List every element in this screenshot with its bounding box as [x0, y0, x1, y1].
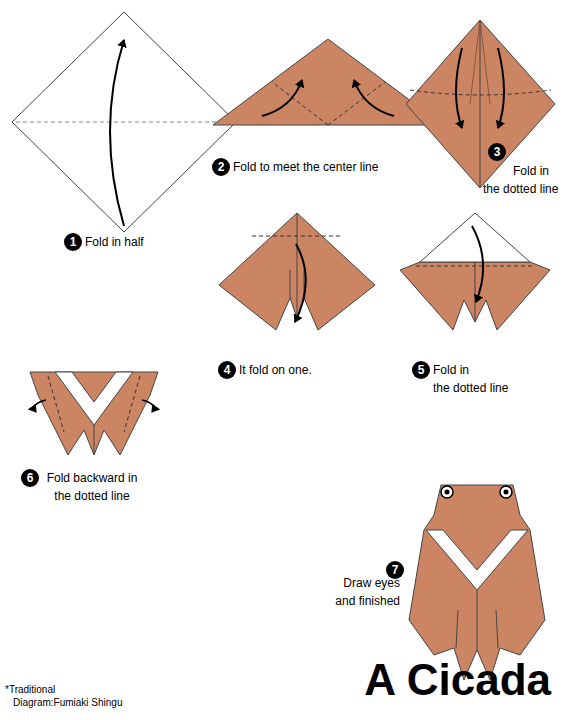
caption-text: Fold backward in the dotted line	[47, 471, 138, 503]
step2-triangle	[213, 39, 443, 125]
step-marker: 1Fold in half	[64, 233, 82, 251]
caption-text: It fold on one.	[239, 363, 312, 377]
caption-text: Fold in the dotted line	[433, 363, 508, 395]
step-caption: Fold in the dotted line	[483, 162, 563, 198]
step5-shape	[400, 213, 550, 330]
callout-number: 1	[64, 233, 82, 251]
step6-shape	[30, 372, 158, 455]
caption-text: Fold to meet the center line	[233, 160, 378, 174]
caption-text: Fold in the dotted line	[483, 164, 558, 196]
caption-text: Draw eyes and finished	[335, 576, 400, 608]
step-caption: Fold in half	[85, 233, 144, 251]
callout-number: 6	[21, 469, 39, 487]
step-marker: 5Fold in the dotted line	[412, 361, 430, 379]
step-marker: 4It fold on one.	[218, 361, 236, 379]
step-caption: Draw eyes and finished	[326, 574, 400, 610]
step-marker: 6Fold backward in the dotted line	[21, 469, 39, 487]
step3-diamond	[406, 20, 555, 188]
wrap-spacer	[483, 162, 513, 176]
callout-number: 3	[488, 143, 506, 161]
step-marker: 7Draw eyes and finished	[386, 561, 404, 579]
step-marker: 3Fold in the dotted line	[488, 143, 506, 161]
step-caption: Fold to meet the center line	[233, 158, 378, 176]
step1-square	[12, 12, 236, 232]
finished-cicada	[409, 485, 545, 680]
callout-number: 4	[218, 361, 236, 379]
step-marker: 2Fold to meet the center line	[212, 158, 230, 176]
step4-shape	[219, 213, 375, 330]
credit-note: Diagram:Fumiaki Shingu	[13, 697, 123, 709]
callout-number: 5	[412, 361, 430, 379]
wrap-spacer	[483, 361, 513, 375]
step-caption: Fold backward in the dotted line	[42, 469, 142, 505]
step-caption: Fold in the dotted line	[433, 361, 513, 397]
step-caption: It fold on one.	[239, 361, 312, 379]
credit-note: *Traditional	[5, 684, 55, 696]
caption-text: Fold in half	[85, 235, 144, 249]
callout-number: 2	[212, 158, 230, 176]
diagram-title: A Cicada	[364, 655, 551, 705]
